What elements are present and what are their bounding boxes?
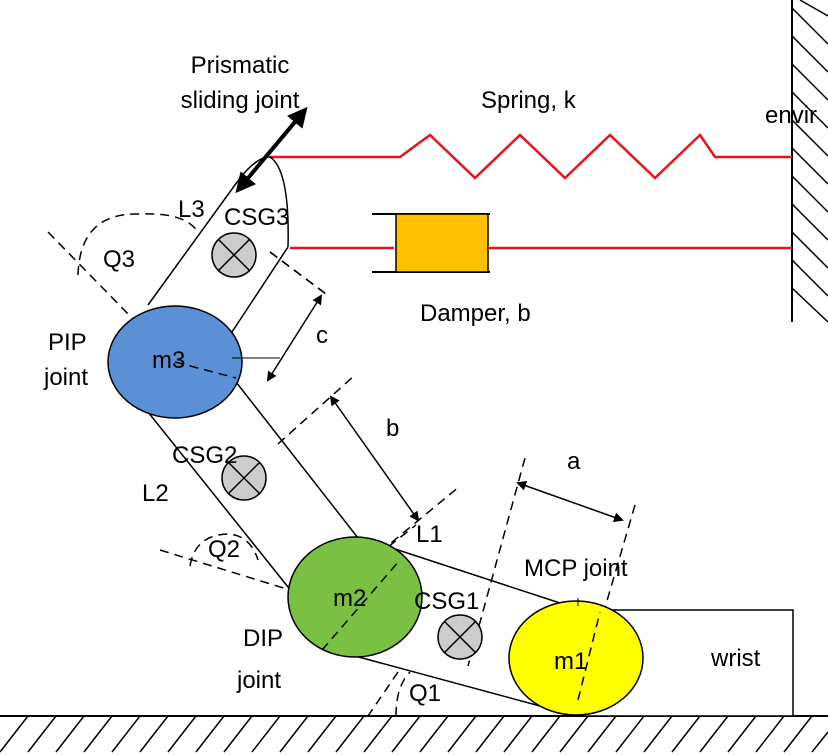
- mcp-label: MCP joint: [524, 555, 628, 582]
- wrist-label: wrist: [710, 645, 761, 672]
- prismatic-label-line2: sliding joint: [181, 87, 300, 114]
- mass-overlay-lines: [174, 361, 601, 701]
- prismatic-label-line1: Prismatic: [191, 52, 290, 79]
- dip-label-line2: joint: [236, 667, 281, 694]
- dim-c-arrow: [266, 294, 323, 382]
- dim-a-label: a: [567, 448, 581, 475]
- damper: [290, 213, 792, 273]
- mcp-joint-mass-m1: [508, 600, 644, 716]
- q1-label: Q1: [409, 680, 441, 707]
- q3-label: Q3: [103, 246, 135, 273]
- dim-b-label: b: [386, 415, 399, 442]
- dim-c-label: c: [316, 322, 328, 349]
- prismatic-arrow: [235, 106, 308, 194]
- ground: [0, 715, 828, 753]
- damper-label: Damper, b: [420, 300, 531, 327]
- q2-label: Q2: [208, 536, 240, 563]
- csg1-label: CSG1: [414, 588, 479, 615]
- q1-arc: [395, 671, 411, 717]
- dip-label-line1: DIP: [243, 625, 283, 652]
- spring-label: Spring, k: [481, 87, 577, 114]
- csg2-label: CSG2: [172, 442, 237, 469]
- l1-label: L1: [416, 521, 443, 548]
- link-l1: [354, 548, 561, 707]
- l2-label: L2: [142, 480, 169, 507]
- m2-label: m2: [333, 585, 366, 612]
- csg2-symbol: [221, 455, 267, 501]
- csg1-symbol: [437, 614, 483, 660]
- environment-wall: [791, 0, 828, 323]
- m1-label: m1: [554, 648, 587, 675]
- environment-label: envir: [765, 102, 817, 129]
- csg3-label: CSG3: [224, 204, 289, 231]
- m3-label: m3: [152, 347, 185, 374]
- spring: [270, 133, 792, 180]
- pip-label-line2: joint: [43, 364, 88, 391]
- l3-label: L3: [178, 196, 205, 223]
- dim-b-arrow: [329, 395, 420, 522]
- dim-a-arrow: [516, 480, 624, 523]
- dimension-arrows: [235, 106, 624, 523]
- csg3-symbol: [211, 232, 257, 278]
- pip-label-line1: PIP: [48, 329, 87, 356]
- q2-arc: [189, 533, 259, 567]
- q3-arc: [77, 213, 199, 276]
- dip-joint-mass-m2: [287, 536, 423, 658]
- damper-body: [395, 213, 489, 273]
